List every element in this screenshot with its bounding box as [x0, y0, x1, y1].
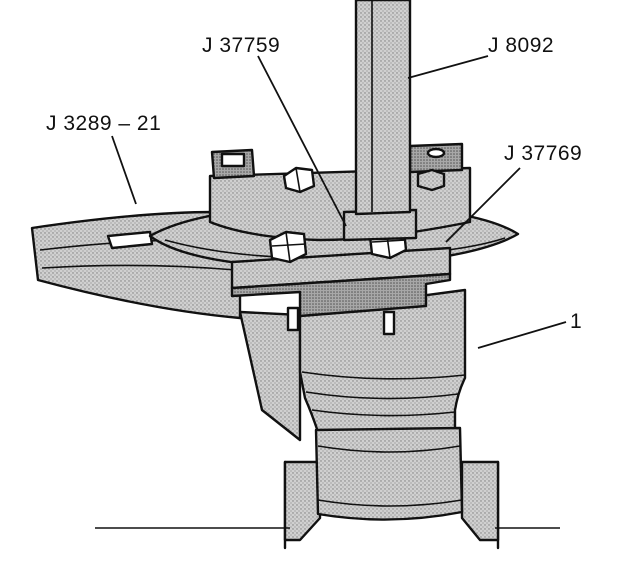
hub-flange [208, 142, 472, 242]
plate-bolt-left [268, 230, 308, 264]
label-part-1: 1 [570, 310, 582, 333]
leader-lines [111, 55, 567, 349]
adapter-block [342, 208, 418, 242]
label-j8092: J 8092 [488, 34, 554, 57]
label-j37769: J 37769 [504, 142, 582, 165]
label-j3289-21: J 3289 – 21 [46, 112, 161, 135]
driver-bar [354, 0, 412, 216]
base-block [95, 460, 560, 550]
hub-housing [238, 288, 467, 521]
label-j37759: J 37759 [202, 34, 280, 57]
